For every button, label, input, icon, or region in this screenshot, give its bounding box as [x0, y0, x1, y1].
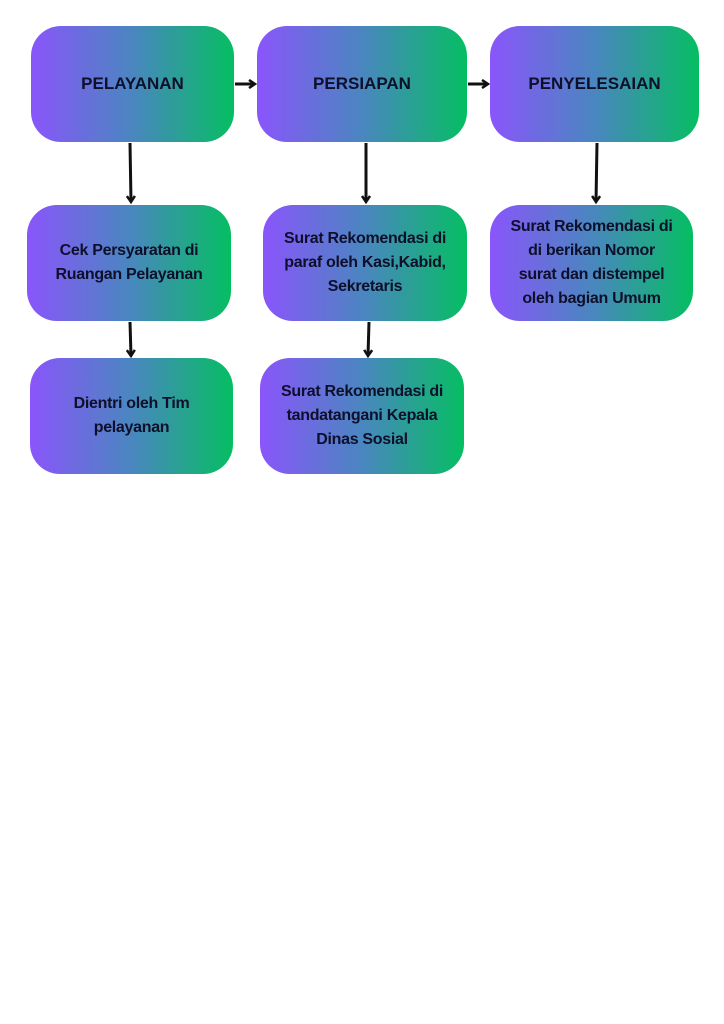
stage-title: PELAYANAN — [81, 74, 184, 93]
step-text: Surat Rekomendasi di tandatangani Kepala… — [280, 383, 444, 448]
step-text: Dientri oleh Tim pelayanan — [73, 395, 190, 436]
step-text: Surat Rekomendasi di di berikan Nomor su… — [510, 218, 673, 307]
stage-title: PERSIAPAN — [313, 74, 411, 93]
stage-title: PENYELESAIAN — [528, 74, 661, 93]
arrow-penyelesaian-down — [596, 142, 597, 202]
step-text: Cek Persyaratan di Ruangan Pelayanan — [55, 242, 203, 283]
arrow-cek-to-dientri — [130, 321, 131, 356]
step-cek-persyaratan: Cek Persyaratan di Ruangan Pelayanan — [27, 205, 231, 321]
stage-pelayanan: PELAYANAN — [31, 26, 234, 142]
step-text: Surat Rekomendasi di paraf oleh Kasi,Kab… — [283, 230, 447, 295]
arrow-paraf-to-tandatangan — [368, 321, 369, 356]
step-dientri: Dientri oleh Tim pelayanan — [30, 358, 233, 474]
arrow-pelayanan-down — [130, 142, 131, 202]
step-tandatangan: Surat Rekomendasi di tandatangani Kepala… — [260, 358, 464, 474]
step-paraf: Surat Rekomendasi di paraf oleh Kasi,Kab… — [263, 205, 467, 321]
stage-persiapan: PERSIAPAN — [257, 26, 467, 142]
step-nomor-surat: Surat Rekomendasi di di berikan Nomor su… — [490, 205, 693, 321]
stage-penyelesaian: PENYELESAIAN — [490, 26, 699, 142]
